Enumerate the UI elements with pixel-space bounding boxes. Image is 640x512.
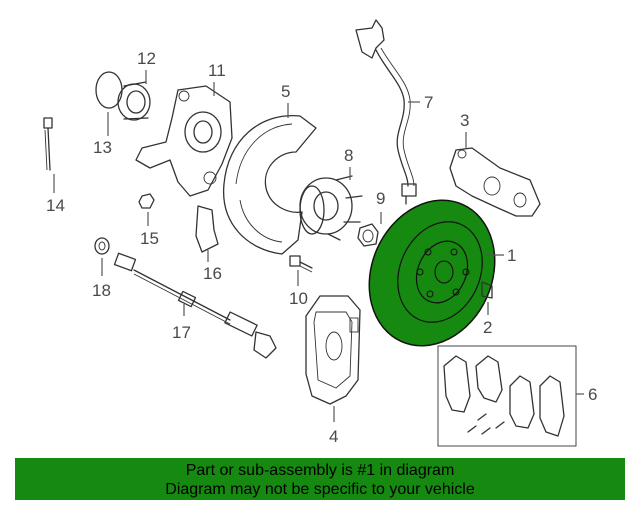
- part-4-caliper[interactable]: [305, 295, 361, 405]
- callout-5: 5: [281, 82, 290, 101]
- part-15-nut[interactable]: [138, 193, 155, 209]
- callout-18: 18: [92, 281, 111, 300]
- callout-9: 9: [376, 189, 385, 208]
- callout-12: 12: [137, 49, 156, 68]
- callout-13: 13: [93, 138, 112, 157]
- callout-11: 11: [208, 61, 226, 80]
- part-6-brake-pad-kit[interactable]: [437, 345, 577, 447]
- part-10-bolt[interactable]: [289, 255, 313, 273]
- part-1-brake-rotor[interactable]: [347, 180, 518, 366]
- part-9-lug-nut[interactable]: [357, 223, 379, 247]
- info-banner: Part or sub-assembly is #1 in diagram Di…: [15, 458, 625, 500]
- part-17-tie-rod[interactable]: [113, 252, 277, 359]
- callout-4: 4: [329, 427, 338, 446]
- callout-3: 3: [460, 111, 469, 130]
- brake-assembly-diagram: 12 13 11 14 15 16 5: [43, 19, 597, 447]
- banner-line-2: Diagram may not be specific to your vehi…: [165, 481, 475, 498]
- part-12-hub-bearing[interactable]: [95, 71, 151, 121]
- pad-kit-hardware: [467, 413, 505, 435]
- part-14-bolt[interactable]: [43, 117, 53, 171]
- part-5-dust-shield[interactable]: [223, 115, 317, 255]
- callout-14: 14: [46, 196, 65, 215]
- part-11-steering-knuckle[interactable]: [135, 85, 233, 197]
- callout-15: 15: [140, 229, 159, 248]
- callout-2: 2: [483, 318, 492, 337]
- part-18-bushing[interactable]: [94, 237, 110, 255]
- callout-6: 6: [588, 385, 597, 404]
- callout-10: 10: [289, 289, 308, 308]
- part-3-caliper-bracket[interactable]: [449, 147, 541, 217]
- callout-16: 16: [203, 264, 222, 283]
- part-8-wheel-hub[interactable]: [299, 175, 363, 241]
- callout-7: 7: [424, 93, 433, 112]
- part-7-brake-hose[interactable]: [355, 19, 417, 205]
- part-16-bracket[interactable]: [195, 205, 219, 253]
- callout-1: 1: [507, 246, 516, 265]
- part-2-washer[interactable]: [481, 281, 493, 299]
- callout-8: 8: [344, 146, 353, 165]
- callout-17: 17: [172, 323, 191, 342]
- banner-line-1: Part or sub-assembly is #1 in diagram: [185, 462, 455, 479]
